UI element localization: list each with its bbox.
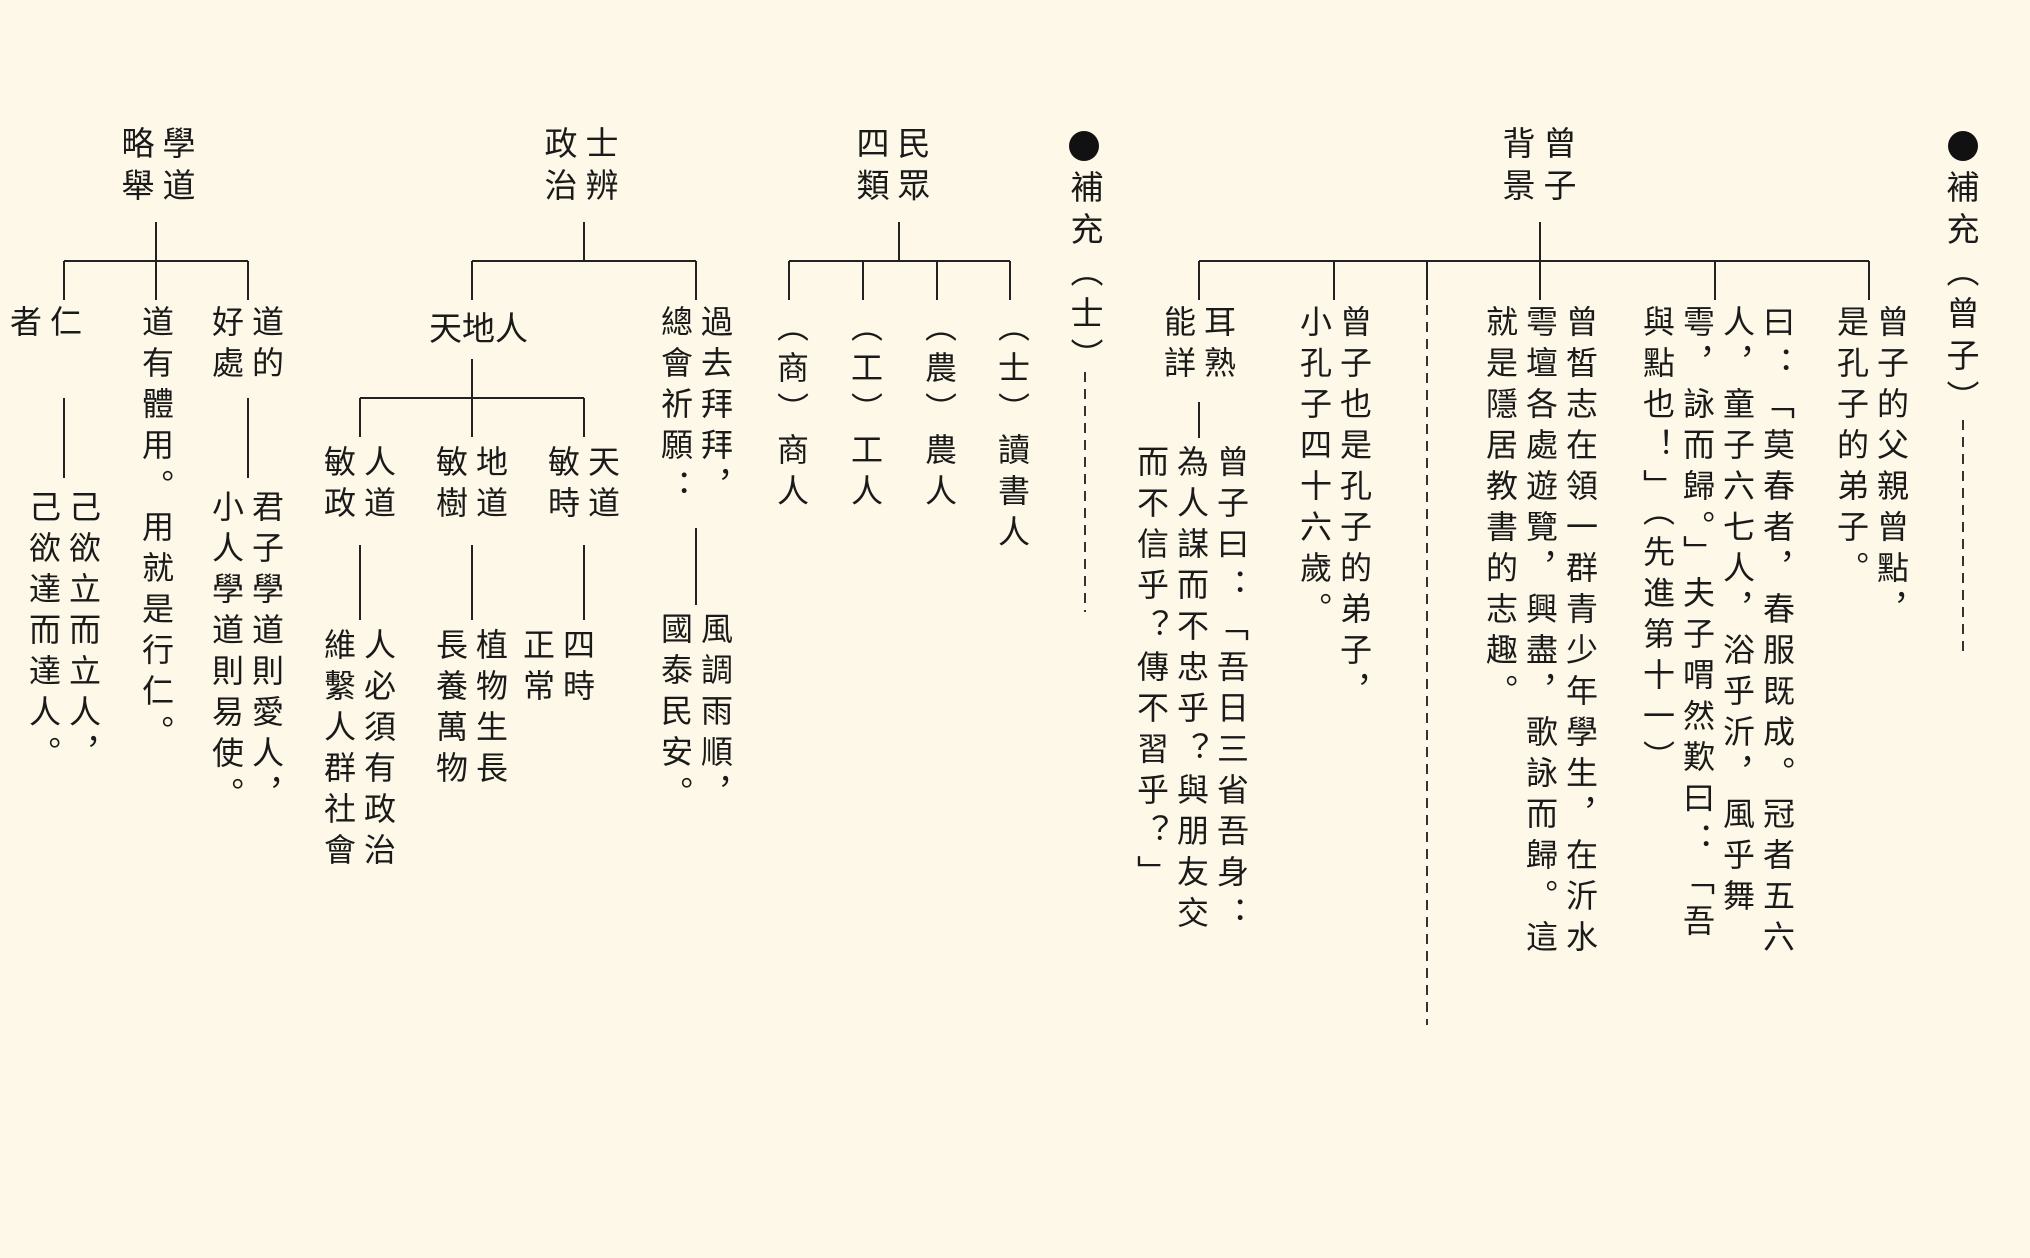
dao-benefit-label: 道的 好處: [207, 305, 285, 387]
rendao-label: 人道 敏政: [319, 445, 397, 527]
tree-leaf-shi: （士）讀書人: [993, 310, 1031, 556]
past-prayer-detail: 風調雨順， 國泰民安。: [656, 612, 734, 817]
tree-leaf-zengxi-ambition: 曾皙志在領一群青少年學生，在沂水 雩壇各處遊覽，興盡，歌詠而歸。這 就是隱居教書…: [1481, 305, 1599, 961]
rendao-detail: 人必須有政治 維繫人群社會: [319, 628, 397, 874]
bullet-dot-icon: [1948, 131, 1978, 161]
tree-root-four-classes: 民眾 四類: [851, 126, 931, 210]
section-heading-zengzi: 補充（曾子）: [1941, 170, 1980, 422]
tree-root-learning-dao: 學道 略舉: [116, 126, 196, 210]
tree-leaf-disciple: 曾子也是孔子的弟子， 小孔子四十六歲。: [1295, 305, 1373, 715]
didao-detail: 植物生長 長養萬物: [431, 628, 509, 792]
bullet-dot-icon: [1069, 131, 1099, 161]
dao-benefit-detail: 君子學道則愛人， 小人學道則易使。: [207, 490, 285, 818]
dao-ti-yong: 道有體用。用就是行仁。: [137, 305, 175, 756]
ren-label: 仁 者: [5, 305, 83, 346]
tree-leaf-nong: （農）農人: [920, 310, 958, 515]
tree-leaf-well-known: 耳熟 能詳: [1159, 305, 1237, 387]
tiandao-label: 天道 敏時: [543, 445, 621, 527]
tree-leaf-shang: （商）商人: [772, 310, 810, 515]
section-heading-shi: 補充（士）: [1065, 170, 1104, 380]
tree-root-zengzi-background: 曾子 背景: [1497, 126, 1577, 210]
tiandao-detail: 四時 正常: [518, 628, 596, 710]
didao-label: 地道 敏樹: [431, 445, 509, 527]
tree-leaf-three-reflections: 曾子曰：「吾日三省吾身： 為人謀而不忠乎？與朋友交 而不信乎？傳不習乎？」: [1132, 445, 1250, 937]
tree-root-shi-politics: 士辨 政治: [539, 126, 619, 210]
tree-leaf-gong: （工）工人: [846, 310, 884, 515]
tiandiren-label: 天地人: [429, 309, 528, 348]
past-prayer-label: 過去拜拜， 總會祈願：: [656, 305, 734, 510]
ren-detail: 己欲立而立人， 己欲達而達人。: [24, 490, 102, 777]
tree-leaf-father: 曾子的父親曾點， 是孔子的弟子。: [1832, 305, 1910, 633]
tree-leaf-analects-quote: 曰：「莫春者，春服既成。冠者五六 人，童子六七人，浴乎沂，風乎舞 雩，詠而歸。」…: [1638, 305, 1796, 961]
